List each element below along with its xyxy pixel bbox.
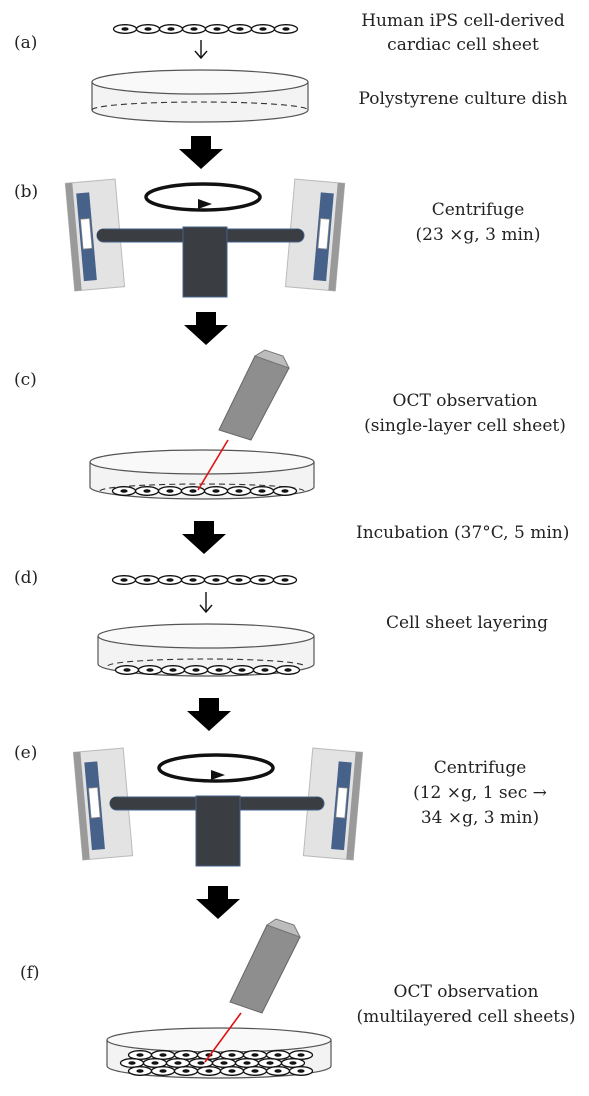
big-arrow-3	[182, 521, 226, 554]
big-arrow-4	[187, 698, 231, 731]
label-d-line1: Cell sheet layering	[386, 613, 548, 633]
thin-arrow-d	[199, 592, 213, 614]
cell-sheet-a	[112, 24, 299, 34]
step-d-letter: (d)	[14, 568, 38, 588]
step-c-letter: (c)	[14, 370, 37, 390]
culture-dish-a	[91, 69, 309, 123]
centrifuge-e	[72, 747, 364, 867]
label-e-line1: Centrifuge	[434, 758, 527, 778]
label-e-line3: 34 ×g, 3 min)	[421, 808, 539, 828]
label-e-line2: (12 ×g, 1 sec →	[413, 783, 547, 803]
label-f-line1: OCT observation	[394, 982, 539, 1002]
label-b-line1: Centrifuge	[432, 200, 525, 220]
step-b-letter: (b)	[14, 182, 38, 202]
oct-probe-f	[204, 918, 302, 1063]
label-a-line3: Polystyrene culture dish	[358, 89, 567, 109]
step-a-letter: (a)	[14, 33, 37, 53]
centrifuge-b	[64, 178, 346, 298]
cell-sheets-f	[119, 1050, 314, 1076]
big-arrow-2	[184, 312, 228, 345]
label-f-line2: (multilayered cell sheets)	[357, 1007, 576, 1027]
label-c-line1: OCT observation	[393, 391, 538, 411]
label-b-line2: (23 ×g, 3 min)	[416, 225, 541, 245]
oct-probe-c	[197, 349, 291, 491]
label-incubation: Incubation (37°C, 5 min)	[356, 523, 569, 543]
label-c-line2: (single-layer cell sheet)	[364, 416, 566, 436]
label-a-line1: Human iPS cell-derived	[361, 11, 565, 31]
big-arrow-5	[196, 886, 240, 919]
big-arrow-1	[179, 136, 223, 169]
step-f-letter: (f)	[20, 963, 40, 983]
step-e-letter: (e)	[14, 743, 37, 763]
thin-arrow-a	[194, 40, 208, 60]
label-a-line2: cardiac cell sheet	[387, 35, 539, 55]
cell-sheet-d-top	[111, 575, 298, 585]
